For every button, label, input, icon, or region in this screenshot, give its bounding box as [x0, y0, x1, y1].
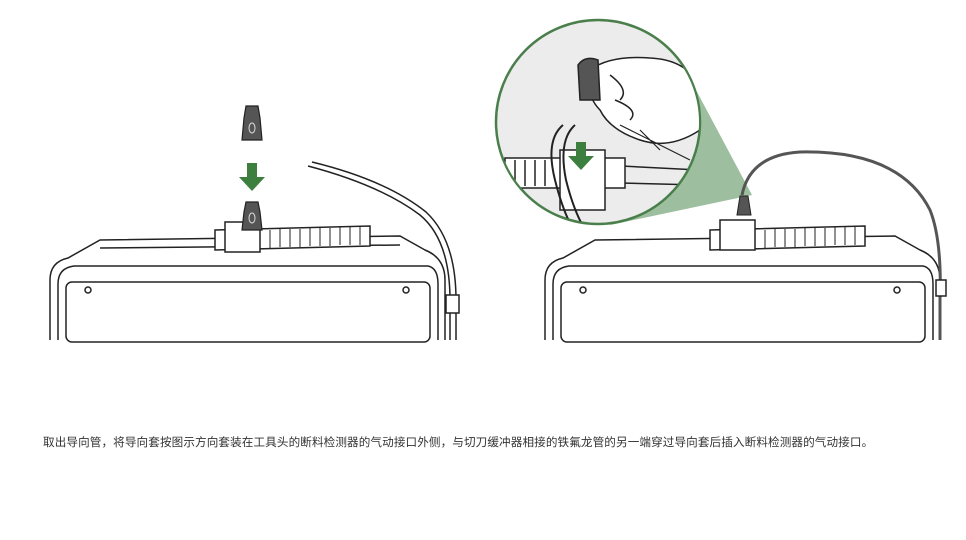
left-printer-illustration [49, 161, 460, 343]
down-arrow-icon [568, 142, 594, 170]
guide-sleeve-installed [241, 201, 263, 231]
zoom-detail-circle [494, 18, 702, 226]
installation-illustration [49, 18, 947, 343]
down-arrow-icon [239, 163, 265, 191]
right-printer-illustration [544, 150, 947, 343]
instruction-caption: 取出导向管，将导向套按图示方向套装在工具头的断料检测器的气动接口外侧，与切刀缓冲… [43, 435, 874, 449]
guide-sleeve-right [736, 195, 752, 216]
guide-sleeve-detached [241, 105, 263, 141]
